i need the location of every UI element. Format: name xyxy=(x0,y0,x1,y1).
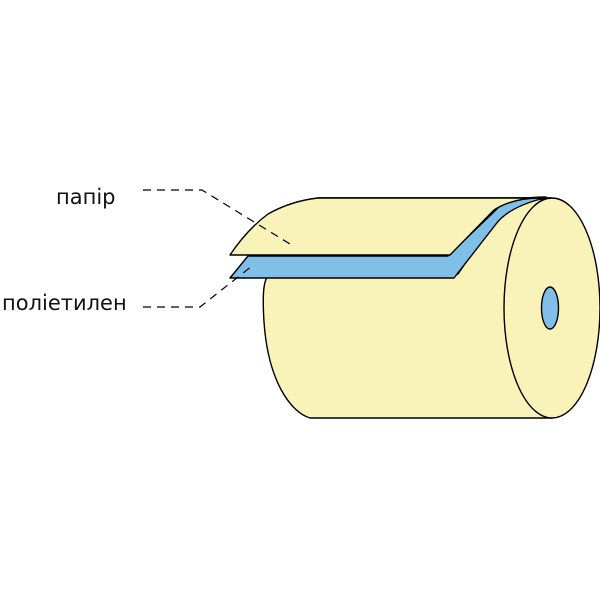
polyethylene-label: поліетилен xyxy=(2,291,127,315)
polyethylene-leader-line xyxy=(143,265,253,308)
paper-label: папір xyxy=(56,185,116,209)
roll-core-hole xyxy=(540,286,560,330)
paper-layer xyxy=(229,197,541,256)
paper-leader-line xyxy=(143,189,291,245)
